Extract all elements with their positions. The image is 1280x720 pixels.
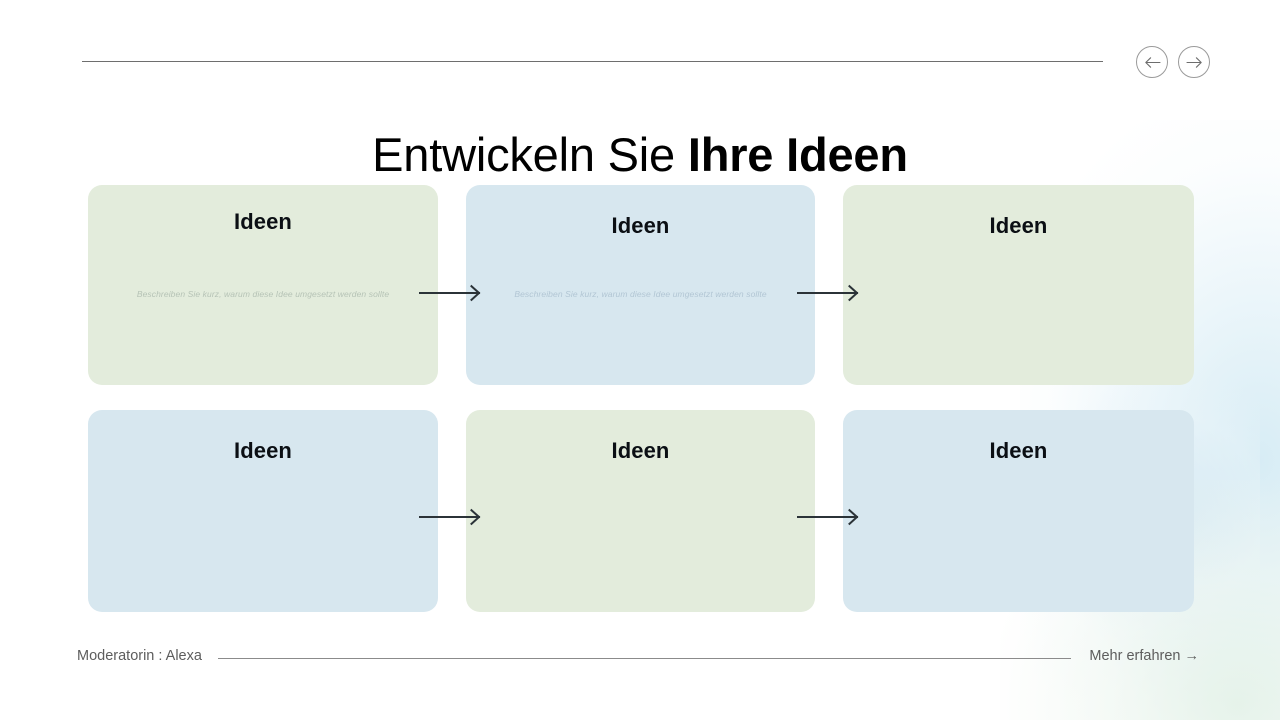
- footer-divider: [218, 658, 1071, 659]
- idea-card-2[interactable]: Ideen Beschreiben Sie kurz, warum diese …: [466, 185, 815, 385]
- idea-card-description: Beschreiben Sie kurz, warum diese Idee u…: [136, 289, 390, 299]
- arrow-right-icon: [1185, 56, 1203, 69]
- idea-card-title: Ideen: [234, 438, 292, 463]
- slide-navigation: [1136, 46, 1210, 78]
- idea-card-description: Beschreiben Sie kurz, warum diese Idee u…: [514, 289, 767, 299]
- idea-card-title: Ideen: [989, 438, 1048, 463]
- idea-card-title: Ideen: [989, 213, 1048, 238]
- page-title: Entwickeln Sie Ihre Ideen: [0, 127, 1280, 183]
- idea-card-4[interactable]: Ideen: [88, 410, 438, 612]
- idea-card-6[interactable]: Ideen: [843, 410, 1194, 612]
- idea-card-5[interactable]: Ideen: [466, 410, 815, 612]
- next-slide-button[interactable]: [1178, 46, 1210, 78]
- idea-card-3[interactable]: Ideen: [843, 185, 1194, 385]
- page-title-emphasis: Ihre Ideen: [687, 128, 908, 182]
- arrow-left-icon: [1144, 56, 1161, 69]
- moderator-label: Moderatorin : Alexa: [77, 648, 202, 664]
- idea-card-title: Ideen: [234, 209, 292, 234]
- idea-card-title: Ideen: [611, 213, 670, 238]
- learn-more-link[interactable]: Mehr erfahren →: [1089, 648, 1199, 664]
- page-title-normal: Entwickeln Sie: [372, 128, 688, 182]
- idea-card-1[interactable]: Ideen Beschreiben Sie kurz, warum diese …: [88, 185, 438, 385]
- header-divider: [82, 61, 1103, 62]
- idea-card-title: Ideen: [611, 438, 670, 463]
- previous-slide-button[interactable]: [1136, 46, 1168, 78]
